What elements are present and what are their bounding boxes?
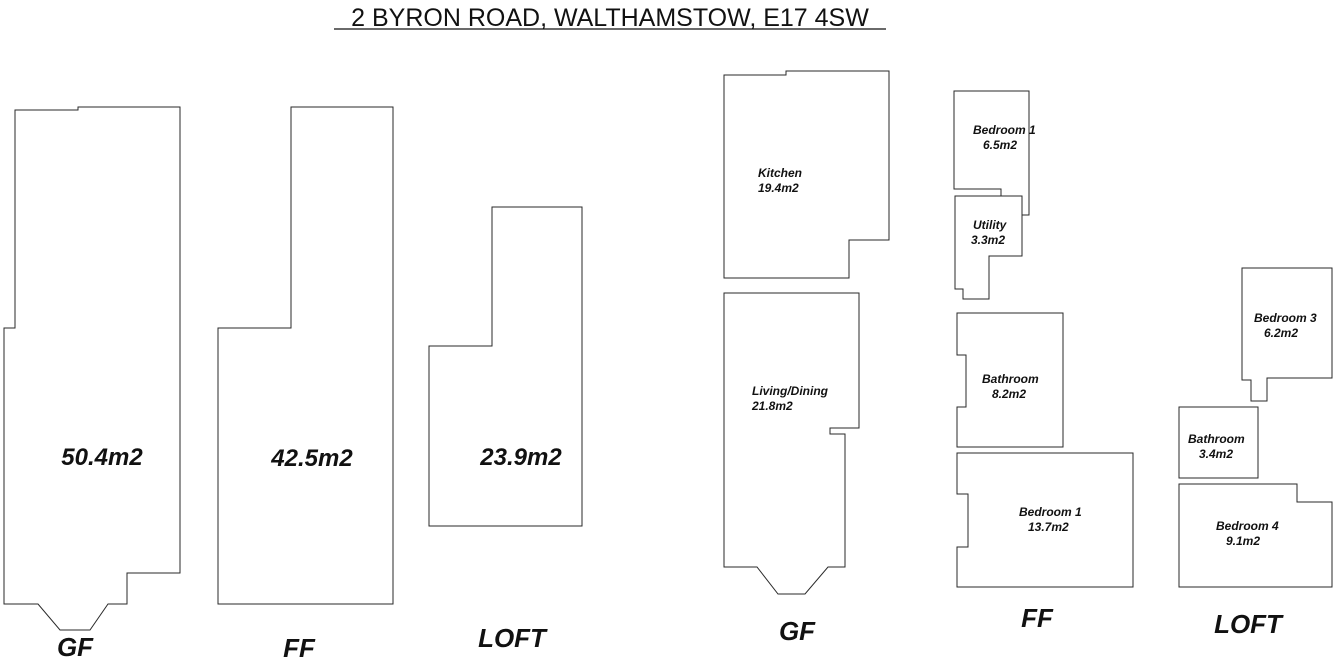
room-name-living-dining: Living/Dining xyxy=(752,384,829,398)
room-area-kitchen: 19.4m2 xyxy=(758,181,799,195)
room-area-bathroom-loft: 3.4m2 xyxy=(1199,447,1233,461)
room-name-bedroom-1-small: Bedroom 1 xyxy=(973,123,1036,137)
room-name-bedroom-3: Bedroom 3 xyxy=(1254,311,1317,325)
ff-rooms-floor-label: FF xyxy=(1021,603,1054,633)
room-outline-bedroom-3 xyxy=(1241,267,1333,402)
gf-rooms-floor-label: GF xyxy=(779,616,816,646)
gf-floor-label: GF xyxy=(57,632,94,662)
room-area-bedroom-1-small: 6.5m2 xyxy=(983,138,1017,152)
room-area-utility: 3.3m2 xyxy=(971,233,1005,247)
loft-total-area: 23.9m2 xyxy=(479,444,562,471)
room-outline-bathroom-loft xyxy=(1178,406,1259,479)
loft-floor-label: LOFT xyxy=(478,623,548,653)
ff-outline xyxy=(217,106,394,605)
room-name-utility: Utility xyxy=(973,218,1008,232)
gf-total-area: 50.4m2 xyxy=(61,444,143,471)
room-area-bedroom-3: 6.2m2 xyxy=(1264,326,1298,340)
gf-outline xyxy=(3,106,181,631)
room-area-bedroom-4: 9.1m2 xyxy=(1226,534,1260,548)
ff-total-area: 42.5m2 xyxy=(270,445,353,472)
room-name-bedroom-1-large: Bedroom 1 xyxy=(1019,505,1082,519)
room-outline-utility xyxy=(954,195,1023,300)
room-outline-kitchen xyxy=(723,70,890,279)
loft-rooms-floor-label: LOFT xyxy=(1214,609,1284,639)
room-area-living-dining: 21.8m2 xyxy=(751,399,793,413)
room-name-kitchen: Kitchen xyxy=(758,166,802,180)
room-area-bedroom-1-large: 13.7m2 xyxy=(1028,520,1069,534)
plan-title: 2 BYRON ROAD, WALTHAMSTOW, E17 4SW xyxy=(351,4,869,32)
room-name-bathroom-loft: Bathroom xyxy=(1188,432,1245,446)
room-outline-bedroom-1-large xyxy=(956,452,1134,588)
loft-outline xyxy=(428,206,583,527)
room-area-bathroom-ff: 8.2m2 xyxy=(992,387,1026,401)
room-name-bathroom-ff: Bathroom xyxy=(982,372,1039,386)
room-outline-living-dining xyxy=(723,292,860,595)
room-outline-bedroom-4 xyxy=(1178,483,1333,588)
ff-floor-label: FF xyxy=(283,633,316,663)
room-outline-bathroom-ff xyxy=(956,312,1064,448)
room-name-bedroom-4: Bedroom 4 xyxy=(1216,519,1279,533)
